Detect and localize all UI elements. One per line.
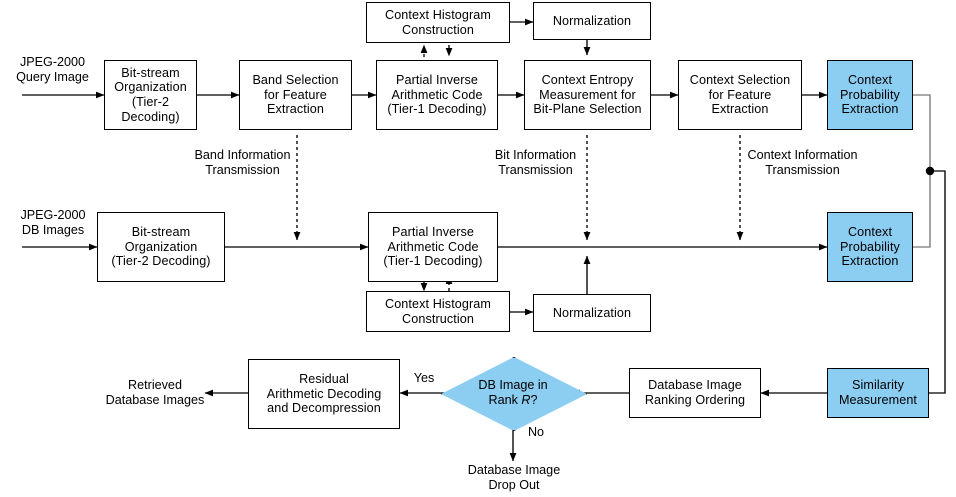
wire-collector-to-similarity bbox=[901, 170, 946, 397]
node-label: Normalization bbox=[552, 305, 632, 320]
decision-rank-variable: R bbox=[521, 393, 531, 407]
node-label: Normalization bbox=[552, 13, 632, 28]
edge-label-yes: Yes bbox=[413, 371, 435, 385]
decision-rank-word: Rank bbox=[488, 393, 522, 407]
wire-ctxprob-collector bbox=[913, 94, 931, 248]
decision-label-line2: Rank R? bbox=[478, 393, 547, 408]
decision-db-image-in-rank[interactable]: DB Image in Rank R? bbox=[441, 357, 587, 431]
decision-label-line1: DB Image in bbox=[478, 378, 548, 393]
edge-label-no: No bbox=[527, 425, 545, 439]
node-query-normalization[interactable]: Normalization bbox=[533, 2, 651, 40]
decision-rank-question: ? bbox=[530, 393, 538, 407]
junction-dot bbox=[925, 166, 935, 176]
node-db-normalization[interactable]: Normalization bbox=[533, 294, 651, 332]
decision-label: DB Image in Rank R? bbox=[478, 378, 547, 407]
